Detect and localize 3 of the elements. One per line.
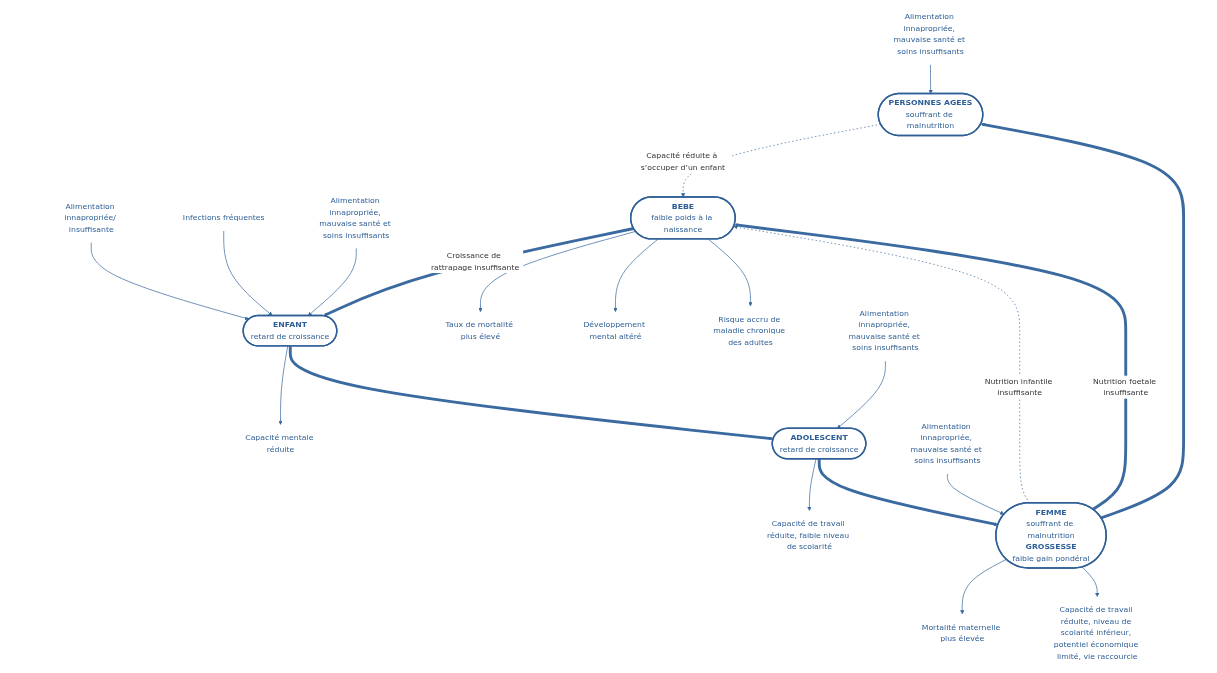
arrow: [288, 346, 774, 441]
arrow: [817, 458, 999, 527]
arrow: [980, 122, 1186, 520]
